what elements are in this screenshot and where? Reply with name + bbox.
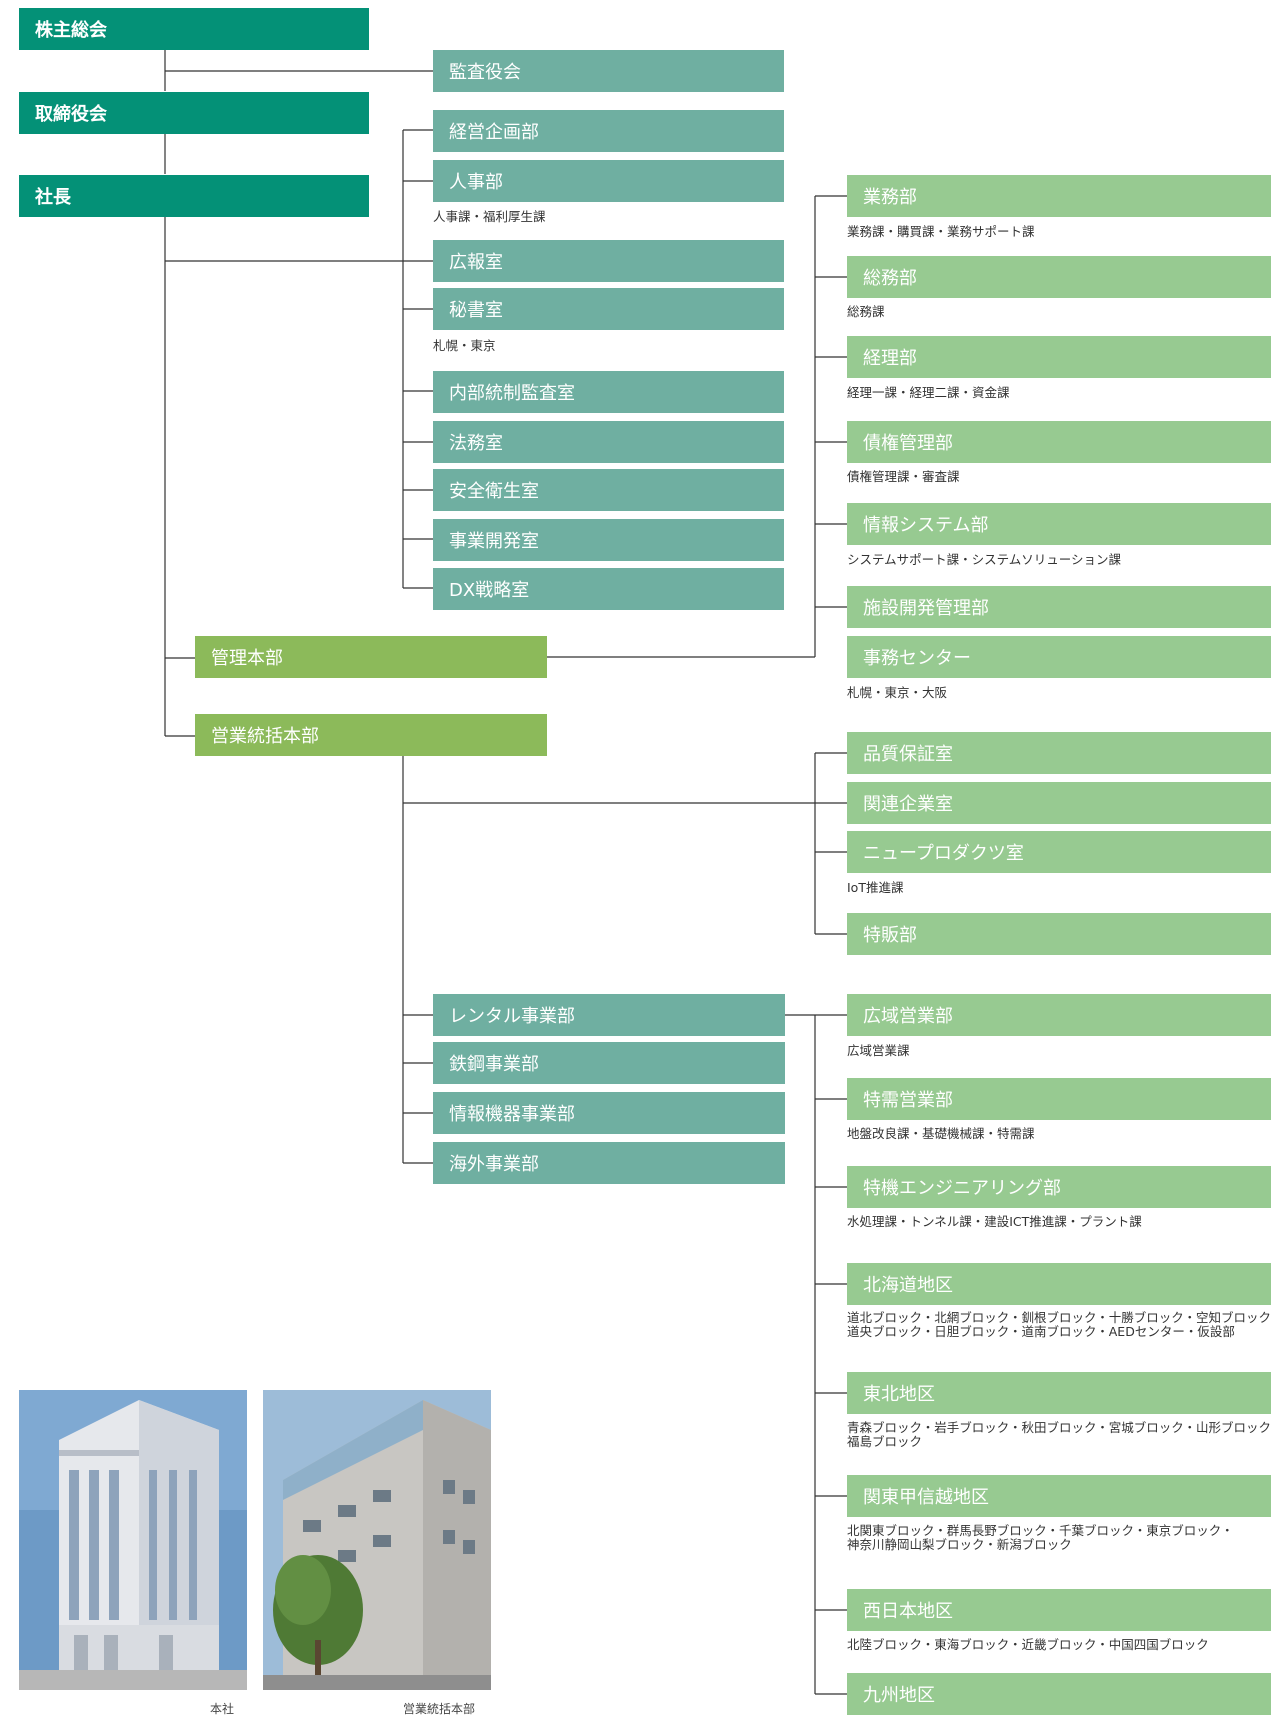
president-box: 社長 — [19, 175, 369, 217]
head-office-caption: 本社 — [210, 1702, 235, 1716]
admin-department-box: 債権管理部 — [847, 421, 1271, 463]
rental-unit-note: 青森ブロック・岩手ブロック・秋田ブロック・宮城ブロック・山形ブロック・ 福島ブロ… — [847, 1421, 1271, 1449]
admin-department-box: 経理部 — [847, 336, 1271, 378]
sales-office-box: 関連企業室 — [847, 782, 1271, 824]
rental-unit-box: 西日本地区 — [847, 1589, 1271, 1631]
sales-headquarters-caption: 営業統括本部 — [403, 1702, 476, 1716]
rental-unit-note: 水処理課・トンネル課・建設ICT推進課・プラント課 — [847, 1215, 1142, 1229]
admin-department-box: 施設開発管理部 — [847, 586, 1271, 628]
admin-department-box: 業務部 — [847, 175, 1271, 217]
rental-unit-box: 東北地区 — [847, 1372, 1271, 1414]
sales-office-box: 品質保証室 — [847, 732, 1271, 774]
rental-unit-note: 地盤改良課・基礎機械課・特需課 — [847, 1127, 1035, 1141]
admin-department-note: 総務課 — [847, 305, 885, 319]
rental-unit-box: 関東甲信越地区 — [847, 1475, 1271, 1517]
rental-unit-note: 北関東ブロック・群馬長野ブロック・千葉ブロック・東京ブロック・ 神奈川静岡山梨ブ… — [847, 1524, 1234, 1552]
rental-unit-box: 北海道地区 — [847, 1263, 1271, 1305]
admin-department-box: 情報システム部 — [847, 503, 1271, 545]
rental-unit-note: 北陸ブロック・東海ブロック・近畿ブロック・中国四国ブロック — [847, 1638, 1209, 1652]
shareholders-meeting-box: 株主総会 — [19, 8, 369, 50]
business-division-box: 鉄鋼事業部 — [433, 1042, 785, 1084]
department-box: 安全衛生室 — [433, 469, 784, 511]
sales-headquarters-box: 営業統括本部 — [195, 714, 547, 756]
rental-unit-note: 広域営業課 — [847, 1044, 910, 1058]
board-of-directors-box: 取締役会 — [19, 92, 369, 134]
rental-unit-box: 九州地区 — [847, 1673, 1271, 1715]
department-box: 人事部 — [433, 160, 784, 202]
admin-headquarters-box: 管理本部 — [195, 636, 547, 678]
department-box: DX戦略室 — [433, 568, 784, 610]
audit-board-box: 監査役会 — [433, 50, 784, 92]
business-division-box: 情報機器事業部 — [433, 1092, 785, 1134]
sales-headquarters-photo — [263, 1390, 491, 1690]
department-box: 秘書室 — [433, 288, 784, 330]
admin-department-note: 債権管理課・審査課 — [847, 470, 960, 484]
admin-department-box: 総務部 — [847, 256, 1271, 298]
rental-unit-box: 広域営業部 — [847, 994, 1271, 1036]
admin-department-note: 札幌・東京・大阪 — [847, 686, 948, 700]
department-note: 札幌・東京 — [433, 339, 496, 353]
admin-department-note: システムサポート課・システムソリューション課 — [847, 553, 1122, 567]
business-division-box: レンタル事業部 — [433, 994, 785, 1036]
department-box: 広報室 — [433, 240, 784, 282]
admin-department-note: 業務課・購買課・業務サポート課 — [847, 225, 1035, 239]
department-box: 法務室 — [433, 421, 784, 463]
business-division-box: 海外事業部 — [433, 1142, 785, 1184]
head-office-photo — [19, 1390, 247, 1690]
department-box: 事業開発室 — [433, 519, 784, 561]
rental-unit-note: 道北ブロック・北網ブロック・釧根ブロック・十勝ブロック・空知ブロック・ 道央ブロ… — [847, 1311, 1271, 1339]
rental-unit-box: 特機エンジニアリング部 — [847, 1166, 1271, 1208]
admin-department-box: 事務センター — [847, 636, 1271, 678]
rental-unit-box: 特需営業部 — [847, 1078, 1271, 1120]
department-box: 経営企画部 — [433, 110, 784, 152]
department-box: 内部統制監査室 — [433, 371, 784, 413]
sales-office-note: IoT推進課 — [847, 881, 904, 895]
department-note: 人事課・福利厚生課 — [433, 210, 546, 224]
admin-department-note: 経理一課・経理二課・資金課 — [847, 386, 1010, 400]
sales-office-box: ニュープロダクツ室 — [847, 831, 1271, 873]
sales-office-box: 特販部 — [847, 913, 1271, 955]
